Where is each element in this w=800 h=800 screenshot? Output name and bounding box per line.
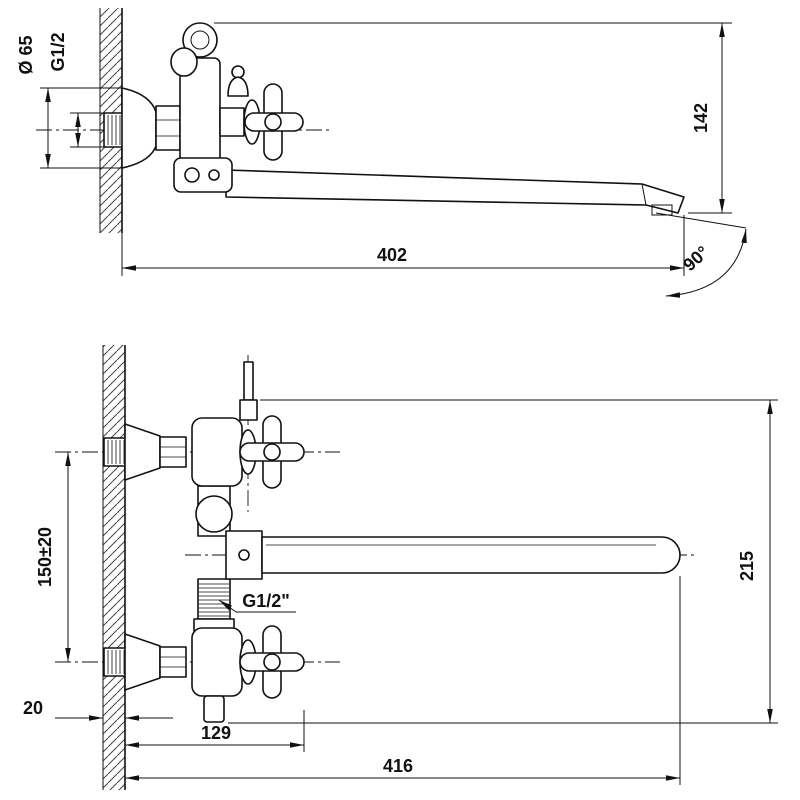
dimension-wall: 20 bbox=[23, 698, 173, 721]
escutcheon-top bbox=[124, 423, 187, 481]
wall-section-front bbox=[102, 345, 126, 790]
inlet-thread-top bbox=[103, 437, 128, 467]
escutcheon-bottom bbox=[124, 633, 187, 691]
front-view: 150±20 G1/2" 20 129 416 bbox=[23, 345, 778, 790]
spout-front bbox=[225, 530, 681, 580]
dim-label-centers: 150±20 bbox=[35, 527, 55, 587]
dim-label-thread-front: G1/2" bbox=[242, 591, 290, 611]
dim-label-142: 142 bbox=[691, 103, 711, 133]
dimension-thread-front: G1/2" bbox=[218, 591, 296, 613]
valve-top bbox=[191, 415, 305, 489]
connection-nut-side bbox=[155, 105, 181, 151]
shower-holder bbox=[170, 22, 218, 77]
dimension-height-side: 142 bbox=[214, 22, 732, 214]
inlet-thread-bottom bbox=[103, 647, 128, 677]
diverter-knob bbox=[227, 65, 249, 97]
dimension-centers: 150±20 bbox=[35, 452, 71, 662]
dim-label-215: 215 bbox=[737, 551, 757, 581]
escutcheon-side bbox=[121, 87, 157, 169]
dim-label-20: 20 bbox=[23, 698, 43, 718]
shower-outlet-tube bbox=[239, 361, 258, 421]
dimension-length-side: 402 bbox=[121, 215, 685, 276]
dim-label-thread-side: G1/2 bbox=[48, 32, 68, 71]
dimension-angle: 90° bbox=[655, 212, 747, 298]
spout-mount bbox=[173, 157, 233, 193]
dim-label-402: 402 bbox=[377, 245, 407, 265]
dim-label-diameter: Ø 65 bbox=[16, 35, 36, 74]
dimension-thread-side: G1/2 bbox=[48, 32, 104, 148]
dimension-width: 129 bbox=[125, 710, 305, 752]
valve-bottom bbox=[191, 625, 305, 723]
cross-handle-side bbox=[219, 83, 304, 161]
dimension-length-front: 416 bbox=[125, 576, 681, 785]
side-view: Ø 65 G1/2 142 402 90° bbox=[16, 8, 747, 298]
dim-label-129: 129 bbox=[201, 723, 231, 743]
dim-label-416: 416 bbox=[383, 756, 413, 776]
body-tube bbox=[193, 485, 235, 632]
dimension-diameter: Ø 65 bbox=[16, 35, 122, 169]
spout-side bbox=[225, 169, 685, 216]
dimension-height-front: 215 bbox=[228, 399, 778, 724]
